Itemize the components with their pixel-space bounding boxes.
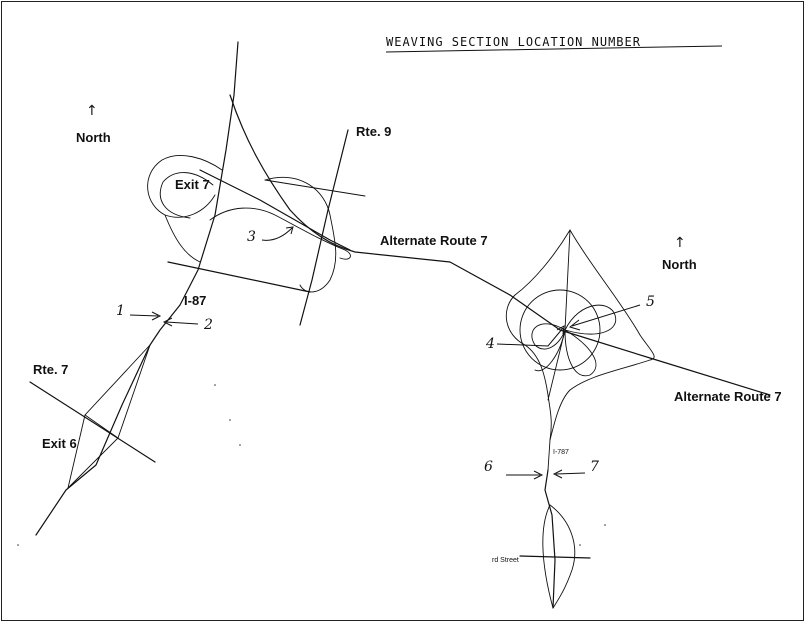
pointer-4 <box>496 327 564 347</box>
speck <box>214 384 216 386</box>
exit7-inner-loop <box>209 207 351 260</box>
north-label-right: North <box>662 257 697 272</box>
label-i87: I-87 <box>184 293 207 308</box>
speck <box>604 524 606 526</box>
speck <box>239 444 241 446</box>
cloverleaf-loop-se <box>564 329 597 377</box>
weaving-number-6: 6 <box>484 459 493 475</box>
pointer-5 <box>571 304 641 327</box>
label-rd-street: rd Street <box>492 557 519 564</box>
i87-mainline <box>35 41 239 536</box>
pointer-3 <box>261 227 293 241</box>
exit6-diamond-left <box>67 344 151 489</box>
map-title: WEAVING SECTION LOCATION NUMBER <box>386 35 641 49</box>
rte9-line <box>299 129 349 326</box>
cloverleaf-east <box>549 229 655 441</box>
north-label-left: North <box>76 130 111 145</box>
speck <box>17 544 19 546</box>
pointer-5-head <box>568 319 581 331</box>
pointer-1 <box>129 314 159 317</box>
exit7-left-loop <box>147 155 223 218</box>
label-alt-route7-right: Alternate Route 7 <box>674 389 782 404</box>
weaving-number-5: 5 <box>646 294 655 310</box>
exit6-inner <box>84 414 119 439</box>
label-rte7: Rte. 7 <box>33 362 69 377</box>
exit7-left-ramp <box>164 214 201 263</box>
weaving-number-1: 1 <box>116 303 125 319</box>
cloverleaf-loop-nw <box>531 323 566 350</box>
cloverleaf-diag <box>547 229 571 401</box>
pointer-7 <box>555 472 586 475</box>
alt-route7-top <box>229 94 511 296</box>
label-rte9: Rte. 9 <box>356 124 392 139</box>
pointer-7-head <box>552 469 563 479</box>
south-ramp-left <box>542 504 554 609</box>
label-alt-route7-top: Alternate Route 7 <box>380 233 488 248</box>
alt-route7-top-b <box>199 169 351 251</box>
weaving-number-2: 2 <box>204 317 213 333</box>
speck <box>579 544 581 546</box>
pointer-1-head <box>151 311 162 321</box>
rd-street-line <box>519 555 591 559</box>
alt-route7-right <box>509 294 771 396</box>
weaving-number-3: 3 <box>247 229 256 245</box>
north-arrow-left-icon: ↑ <box>86 103 98 119</box>
pointer-2-head <box>162 317 173 327</box>
label-i787: I-787 <box>553 449 569 456</box>
pointer-2 <box>165 321 199 325</box>
north-arrow-right-icon: ↑ <box>674 235 686 251</box>
speck <box>229 419 231 421</box>
pointer-6-head <box>533 470 544 480</box>
pointer-3-head <box>285 226 294 235</box>
label-exit6: Exit 6 <box>42 436 77 451</box>
weaving-number-7: 7 <box>590 459 599 475</box>
cloverleaf-loop-ne <box>564 304 617 335</box>
pointer-4-head <box>556 325 565 335</box>
title-underline <box>385 45 723 53</box>
rte9-connector <box>264 179 366 197</box>
exit7-right-loop <box>264 176 337 293</box>
south-ramp-right <box>549 504 576 609</box>
rte7-line <box>29 381 156 463</box>
label-exit7: Exit 7 <box>175 177 210 192</box>
exit7-left-loop-inner <box>159 172 214 219</box>
weaving-number-4: 4 <box>486 336 495 352</box>
cloverleaf-circle <box>519 289 601 371</box>
exit6-diamond-right <box>67 344 151 489</box>
exit7-frontage <box>167 261 311 293</box>
i787-line <box>544 469 556 609</box>
